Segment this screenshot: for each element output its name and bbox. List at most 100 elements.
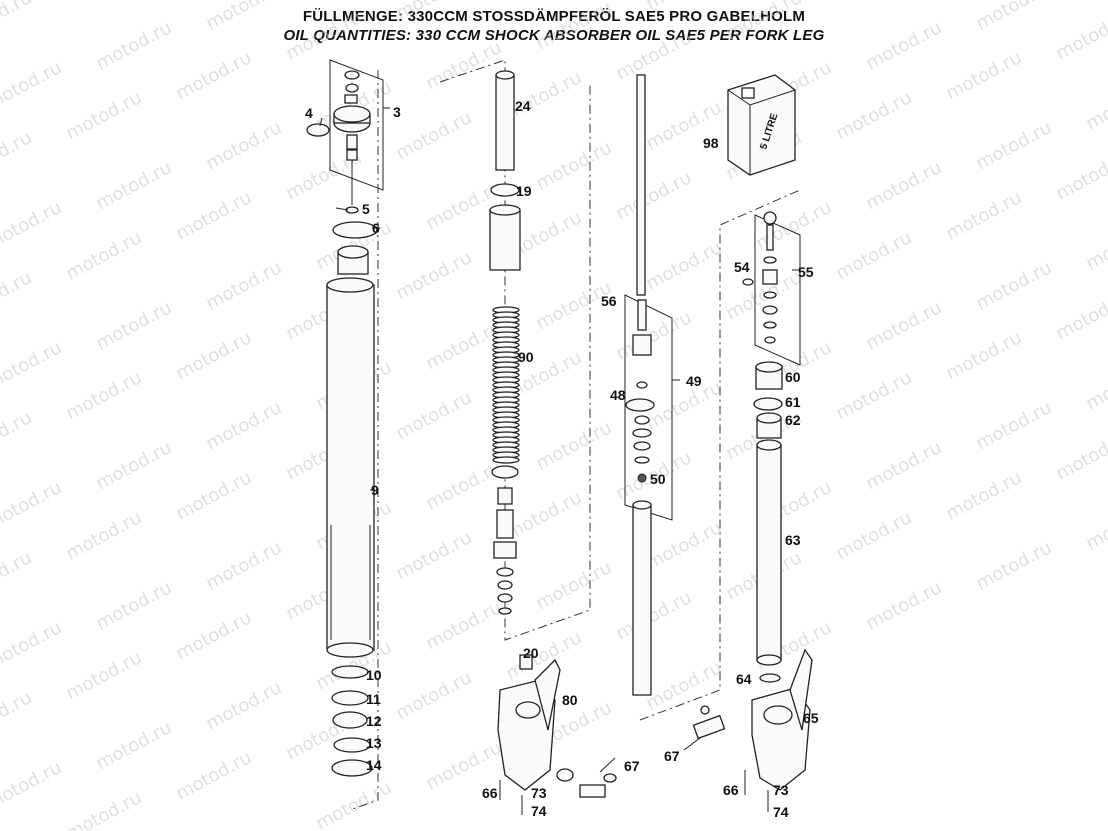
watermark-text: motod.ru xyxy=(422,457,505,514)
part-label-66-left: 66 xyxy=(482,785,498,801)
watermark-text: motod.ru xyxy=(1052,147,1108,204)
part-label-61: 61 xyxy=(785,394,801,410)
watermark-text: motod.ru xyxy=(532,137,615,194)
watermark-text: motod.ru xyxy=(92,437,175,494)
watermark-text: motod.ru xyxy=(972,397,1055,454)
watermark-text: motod.ru xyxy=(862,437,945,494)
part-label-90: 90 xyxy=(518,349,534,365)
middle-spring-assembly xyxy=(489,70,617,815)
part-label-98: 98 xyxy=(703,135,719,151)
watermark-text: motod.ru xyxy=(172,607,255,664)
watermark-text: motod.ru xyxy=(0,57,65,114)
watermark-text: motod.ru xyxy=(392,667,475,724)
watermark-text: motod.ru xyxy=(862,577,945,634)
watermark-text: motod.ru xyxy=(972,257,1055,314)
part-label-73-right: 73 xyxy=(773,782,789,798)
spring-coil xyxy=(492,456,520,464)
part-label-24: 24 xyxy=(515,98,531,114)
watermark-text: motod.ru xyxy=(612,587,695,644)
part-label-80: 80 xyxy=(562,692,578,708)
watermark-text: motod.ru xyxy=(92,297,175,354)
watermark-text: motod.ru xyxy=(642,517,725,574)
watermark-text: motod.ru xyxy=(172,467,255,524)
watermark-text: motod.ru xyxy=(0,757,65,814)
part-label-62: 62 xyxy=(785,412,801,428)
part-label-55: 55 xyxy=(798,264,814,280)
right-tube-assembly: 5 LITRE xyxy=(692,74,813,812)
part-label-11: 11 xyxy=(366,691,381,707)
watermark-text: motod.ru xyxy=(282,7,365,64)
watermark-text: motod.ru xyxy=(62,787,145,831)
fork-spring xyxy=(492,306,520,464)
watermark-text: motod.ru xyxy=(172,187,255,244)
watermark-text: motod.ru xyxy=(832,227,915,284)
watermark-text: motod.ru xyxy=(642,0,725,14)
part-label-56: 56 xyxy=(601,293,617,309)
watermark-text: motod.ru xyxy=(0,617,65,674)
watermark-text: motod.ru xyxy=(532,0,615,54)
part-label-63: 63 xyxy=(785,532,801,548)
watermark-text: motod.ru xyxy=(832,87,915,144)
watermark-text: motod.ru xyxy=(612,167,695,224)
group-outline-middle xyxy=(439,59,591,641)
group-outline-left xyxy=(349,70,379,811)
part-label-9: 9 xyxy=(371,482,379,498)
watermark-text: motod.ru xyxy=(0,687,35,744)
watermark-text: motod.ru xyxy=(972,537,1055,594)
watermark-text: motod.ru xyxy=(202,397,285,454)
watermark-text: motod.ru xyxy=(532,417,615,474)
part-number-labels: 3 4 5 6 9 10 11 12 13 14 19 20 24 48 49 … xyxy=(305,98,819,820)
watermark-text: motod.ru xyxy=(92,717,175,774)
watermark-text: motod.ru xyxy=(202,117,285,174)
part-label-67-right: 67 xyxy=(664,748,680,764)
part-label-5: 5 xyxy=(362,201,370,217)
group-outline-right xyxy=(639,189,801,721)
watermark-text: motod.ru xyxy=(62,87,145,144)
part-label-54: 54 xyxy=(734,259,750,275)
watermark-text: motod.ru xyxy=(422,37,505,94)
watermark-text: motod.ru xyxy=(0,0,35,44)
watermark-text: motod.ru xyxy=(612,27,695,84)
watermark-text: motod.ru xyxy=(0,267,35,324)
watermark-text: motod.ru xyxy=(172,747,255,804)
watermark-text: motod.ru xyxy=(942,187,1025,244)
watermark-text: motod.ru xyxy=(62,367,145,424)
oil-can xyxy=(727,74,796,176)
watermark-text: motod.ru xyxy=(972,0,1055,34)
diagram-title-german: FÜLLMENGE: 330CCM STOSSDÄMPFERÖL SAE5 PR… xyxy=(302,8,806,25)
part-label-50: 50 xyxy=(650,471,666,487)
watermark-text: motod.ru xyxy=(0,197,65,254)
watermark-text: motod.ru xyxy=(0,337,65,394)
watermark-text: motod.ru xyxy=(862,17,945,74)
left-tube-assembly xyxy=(306,59,384,777)
part-label-3: 3 xyxy=(393,104,401,120)
watermark-text: motod.ru xyxy=(1052,7,1108,64)
watermark-text: motod.ru xyxy=(1082,357,1108,414)
watermark-text: motod.ru xyxy=(92,577,175,634)
watermark-text: motod.ru xyxy=(392,527,475,584)
watermark-text: motod.ru xyxy=(392,247,475,304)
watermark-text: motod.ru xyxy=(862,297,945,354)
part-label-19: 19 xyxy=(516,183,532,199)
watermark-text: motod.ru xyxy=(0,127,35,184)
watermark-text: motod.ru xyxy=(942,327,1025,384)
watermark-text: motod.ru xyxy=(172,327,255,384)
watermark-text: motod.ru xyxy=(532,557,615,614)
watermark-text: motod.ru xyxy=(942,467,1025,524)
watermark-text: motod.ru xyxy=(1052,287,1108,344)
watermark-text: motod.ru xyxy=(62,0,145,4)
watermark-text: motod.ru xyxy=(392,0,475,24)
watermark-text: motod.ru xyxy=(972,117,1055,174)
watermark-text: motod.ru xyxy=(0,407,35,464)
watermark-text: motod.ru xyxy=(1052,427,1108,484)
part-label-64: 64 xyxy=(736,671,752,687)
watermark-text: motod.ru xyxy=(1082,497,1108,554)
watermark-text: motod.ru xyxy=(502,67,585,124)
watermark-text: motod.ru xyxy=(62,227,145,284)
watermark-text: motod.ru xyxy=(642,237,725,294)
watermark-text: motod.ru xyxy=(422,597,505,654)
watermark-text: motod.ru xyxy=(392,387,475,444)
part-label-49: 49 xyxy=(686,373,702,389)
watermark-text: motod.ru xyxy=(862,157,945,214)
